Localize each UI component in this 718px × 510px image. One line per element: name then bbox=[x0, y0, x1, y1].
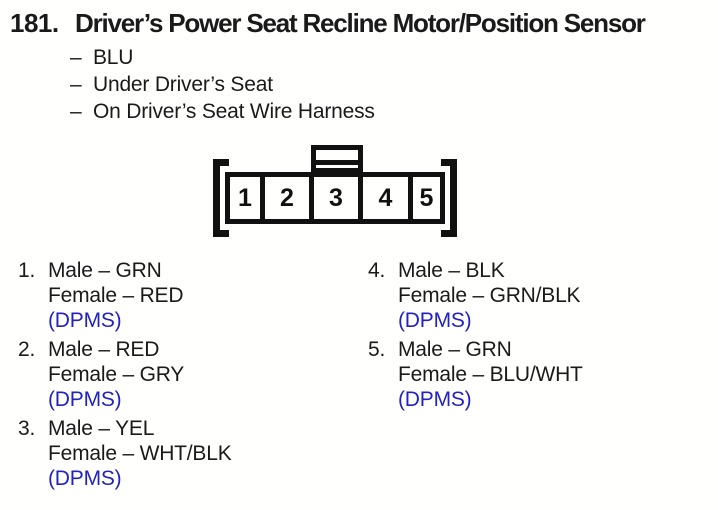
attribute-list: – BLU – Under Driver’s Seat – On Driver’… bbox=[70, 44, 375, 125]
pin-detail-item: 3. Male – YEL Female – WHT/BLK (DPMS) bbox=[18, 416, 358, 491]
connector-left-ear bbox=[213, 159, 229, 237]
pin-detail-number: 4. bbox=[368, 259, 386, 282]
item-number: 181. bbox=[10, 8, 59, 38]
pin-detail-lines: Male – BLK Female – GRN/BLK (DPMS) bbox=[398, 258, 581, 333]
pin-detail-lines: Male – YEL Female – WHT/BLK (DPMS) bbox=[48, 416, 232, 491]
connector-latch bbox=[311, 145, 363, 173]
pin-detail-female: Female – GRY bbox=[48, 363, 185, 386]
pin-detail-lines: Male – RED Female – GRY (DPMS) bbox=[48, 337, 184, 412]
dash-bullet: – bbox=[70, 73, 82, 96]
attribute-item-color: – BLU bbox=[70, 44, 375, 71]
pin-detail-lines: Male – GRN Female – RED (DPMS) bbox=[48, 258, 184, 333]
pin-detail-male: Male – GRN bbox=[398, 338, 512, 361]
pin-number: 3 bbox=[329, 183, 343, 212]
attribute-item-location: – Under Driver’s Seat bbox=[70, 71, 375, 98]
pin-detail-female: Female – BLU/WHT bbox=[398, 363, 583, 386]
page-heading: 181. Driver’s Power Seat Recline Motor/P… bbox=[10, 8, 714, 39]
pin-divider bbox=[408, 177, 413, 219]
pin-divider bbox=[260, 177, 265, 219]
pin-detail-item: 5. Male – GRN Female – BLU/WHT (DPMS) bbox=[368, 337, 708, 412]
pin-cavity-3: 3 bbox=[314, 177, 358, 219]
pin-detail-item: 4. Male – BLK Female – GRN/BLK (DPMS) bbox=[368, 258, 708, 333]
pin-detail-lines: Male – GRN Female – BLU/WHT (DPMS) bbox=[398, 337, 583, 412]
pin-divider bbox=[309, 177, 314, 219]
attribute-text: On Driver’s Seat Wire Harness bbox=[93, 100, 375, 123]
pin-divider bbox=[358, 177, 363, 219]
pin-details-right-column: 4. Male – BLK Female – GRN/BLK (DPMS) 5.… bbox=[368, 258, 708, 416]
pin-detail-number: 3. bbox=[18, 417, 36, 440]
pin-detail-male: Male – BLK bbox=[398, 259, 505, 282]
connector-right-ear bbox=[441, 159, 457, 237]
pin-cavity-2: 2 bbox=[265, 177, 309, 219]
pin-cavity-1: 1 bbox=[230, 177, 260, 219]
pin-number: 5 bbox=[419, 183, 434, 212]
pin-cavity-5: 5 bbox=[413, 177, 440, 219]
pin-cavity-4: 4 bbox=[363, 177, 408, 219]
attribute-item-harness: – On Driver’s Seat Wire Harness bbox=[70, 98, 375, 125]
pin-detail-female: Female – GRN/BLK bbox=[398, 284, 581, 307]
pin-detail-note: (DPMS) bbox=[48, 467, 122, 490]
pin-detail-number: 5. bbox=[368, 338, 386, 361]
page-title: Driver’s Power Seat Recline Motor/Positi… bbox=[75, 8, 646, 38]
connector-latch-bar bbox=[316, 160, 358, 165]
pin-detail-note: (DPMS) bbox=[398, 388, 472, 411]
pin-number: 2 bbox=[280, 183, 294, 212]
pin-detail-male: Male – YEL bbox=[48, 417, 155, 440]
dash-bullet: – bbox=[70, 46, 82, 69]
pin-detail-note: (DPMS) bbox=[48, 388, 122, 411]
pin-detail-item: 1. Male – GRN Female – RED (DPMS) bbox=[18, 258, 358, 333]
pin-detail-item: 2. Male – RED Female – GRY (DPMS) bbox=[18, 337, 358, 412]
pin-detail-note: (DPMS) bbox=[48, 309, 122, 332]
pin-details-left-column: 1. Male – GRN Female – RED (DPMS) 2. Mal… bbox=[18, 258, 358, 495]
pin-detail-note: (DPMS) bbox=[398, 309, 472, 332]
attribute-text: BLU bbox=[93, 46, 134, 69]
connector-diagram: 1 2 3 4 5 bbox=[0, 0, 718, 250]
pin-detail-number: 1. bbox=[18, 259, 36, 282]
connector-body: 1 2 3 4 5 bbox=[225, 172, 445, 224]
attribute-text: Under Driver’s Seat bbox=[93, 73, 273, 96]
pin-number: 1 bbox=[238, 183, 252, 212]
pin-detail-male: Male – GRN bbox=[48, 259, 162, 282]
pin-detail-female: Female – RED bbox=[48, 284, 184, 307]
pin-detail-number: 2. bbox=[18, 338, 36, 361]
dash-bullet: – bbox=[70, 100, 82, 123]
pin-detail-female: Female – WHT/BLK bbox=[48, 442, 232, 465]
pin-number: 4 bbox=[378, 183, 393, 212]
pin-detail-male: Male – RED bbox=[48, 338, 160, 361]
